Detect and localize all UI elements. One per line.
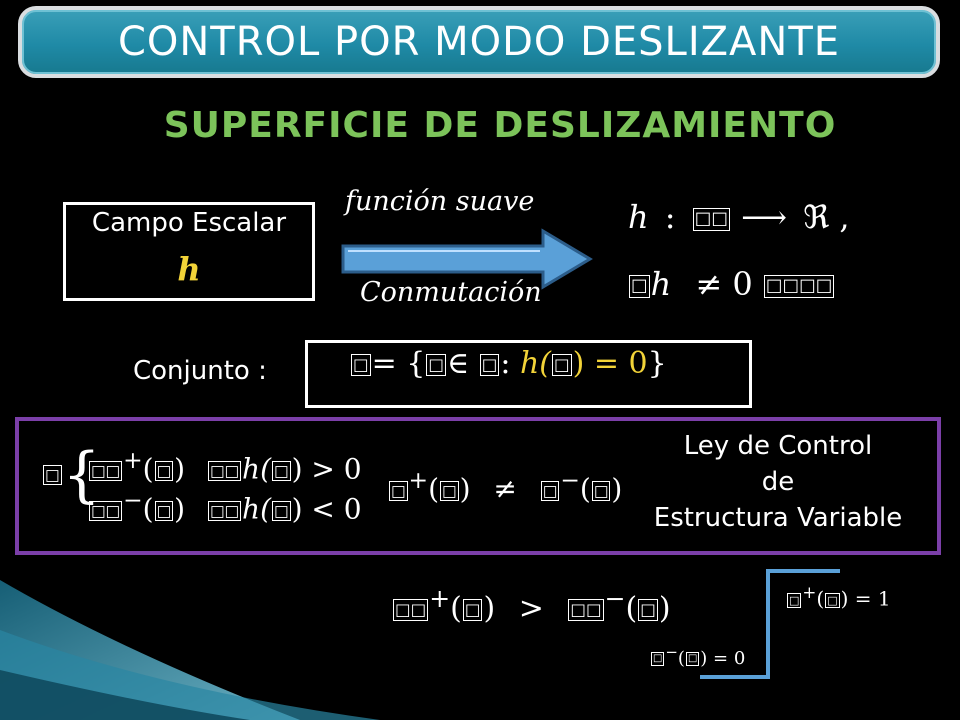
colon-symbol: : xyxy=(664,198,676,236)
piecewise-lhs: □{ xyxy=(42,445,101,505)
neq-zero: ≠ 0 xyxy=(695,265,753,303)
placeholder-glyph: □□ xyxy=(568,599,604,621)
gt-symbol: > xyxy=(518,591,544,626)
h-symbol: h xyxy=(628,198,649,236)
placeholder-glyph: □□ xyxy=(89,460,123,482)
step-function-diagram xyxy=(700,569,840,679)
conjunto-label: Conjunto : xyxy=(133,356,267,386)
right-arrow-icon xyxy=(341,228,593,290)
title-banner xyxy=(18,6,940,78)
ley-line-3: Estructura Variable xyxy=(653,503,903,533)
ley-line-1: Ley de Control xyxy=(683,431,873,461)
placeholder-glyph: □ xyxy=(462,599,483,621)
placeholder-glyph: □□ xyxy=(393,599,429,621)
u-plus-neq-u-minus: □+(□) ≠ □−(□) xyxy=(389,466,623,506)
placeholder-glyph: □ xyxy=(540,480,560,502)
piecewise-row-2: □□−(□) □□h(□) < 0 xyxy=(89,486,362,526)
placeholder-glyph: □ xyxy=(351,354,371,376)
placeholder-glyph: □□ xyxy=(207,460,242,482)
placeholder-glyph: □ xyxy=(552,354,572,376)
colon-symbol: : xyxy=(500,346,511,381)
placeholder-glyph: □ xyxy=(389,480,408,502)
placeholder-glyph: □ xyxy=(272,500,291,522)
u-plus-gt-u-minus: □□+(□) > □□−(□) xyxy=(393,584,671,626)
equals-zero: ) = 0 xyxy=(572,346,648,381)
set-eq: = { xyxy=(371,346,426,381)
placeholder-glyph: □ xyxy=(638,599,658,621)
neq-symbol: ≠ xyxy=(493,472,517,506)
gradient-condition: □h ≠ 0 □□□□ xyxy=(628,265,835,303)
placeholder-glyph: □ xyxy=(629,274,650,299)
close-brace: } xyxy=(647,346,667,381)
placeholder-glyph: □□ xyxy=(89,500,123,522)
section-subtitle: SUPERFICIE DE DESLIZAMIENTO xyxy=(163,105,837,146)
campo-escalar-symbol: h xyxy=(177,250,201,288)
placeholder-glyph: □□ xyxy=(207,500,242,522)
left-brace-symbol: { xyxy=(62,440,101,510)
placeholder-glyph: □ xyxy=(651,652,665,666)
placeholder-glyph: □ xyxy=(440,480,459,502)
row2-condition: ) < 0 xyxy=(291,492,362,526)
placeholder-glyph: □ xyxy=(685,652,700,666)
placeholder-glyph: □ xyxy=(154,460,174,482)
set-definition-box xyxy=(305,340,752,408)
placeholder-glyph: □□□□ xyxy=(763,274,835,299)
mapping-formula: h : □□ ⟶ ℜ , xyxy=(628,198,850,236)
set-definition-formula: □= {□∈ □: h(□) = 0} xyxy=(350,346,667,381)
placeholder-glyph: □ xyxy=(426,354,446,376)
row2-h: h( xyxy=(242,492,272,526)
placeholder-glyph: □ xyxy=(591,480,611,502)
funcion-suave-label: función suave xyxy=(345,186,535,217)
placeholder-glyph: □ xyxy=(272,460,291,482)
placeholder-glyph: □ xyxy=(479,354,500,376)
ley-de-control-caption: Ley de Control de Estructura Variable xyxy=(628,428,928,536)
row1-h: h( xyxy=(242,452,272,486)
u-minus-value: ) = 0 xyxy=(700,648,746,669)
placeholder-glyph: □ xyxy=(787,592,802,608)
placeholder-glyph: □ xyxy=(825,592,840,608)
placeholder-glyph: □□ xyxy=(692,207,730,232)
campo-escalar-label: Campo Escalar xyxy=(91,208,287,238)
reals-symbol: ℜ xyxy=(803,198,830,236)
u-plus-value: ) = 1 xyxy=(840,586,891,611)
in-symbol: ∈ xyxy=(446,346,470,381)
page-title: CONTROL POR MODO DESLIZANTE xyxy=(117,19,841,65)
corner-swoosh-decoration xyxy=(0,580,380,720)
ley-line-2: de xyxy=(761,467,795,497)
control-law-box xyxy=(15,417,941,555)
placeholder-glyph: □ xyxy=(154,500,174,522)
h-symbol: h xyxy=(650,265,672,303)
placeholder-glyph: □ xyxy=(43,464,62,486)
conmutacion-label: Conmutación xyxy=(360,277,542,308)
h-expression: h( xyxy=(519,346,551,381)
comma-symbol: , xyxy=(839,198,850,236)
arrow-symbol: ⟶ xyxy=(741,198,788,236)
row1-condition: ) > 0 xyxy=(291,452,362,486)
u-minus-equals-zero: □−(□) = 0 xyxy=(651,643,746,669)
campo-escalar-box xyxy=(63,202,315,301)
piecewise-row-1: □□+(□) □□h(□) > 0 xyxy=(89,446,362,486)
u-plus-equals-one: □+(□) = 1 xyxy=(787,583,891,611)
